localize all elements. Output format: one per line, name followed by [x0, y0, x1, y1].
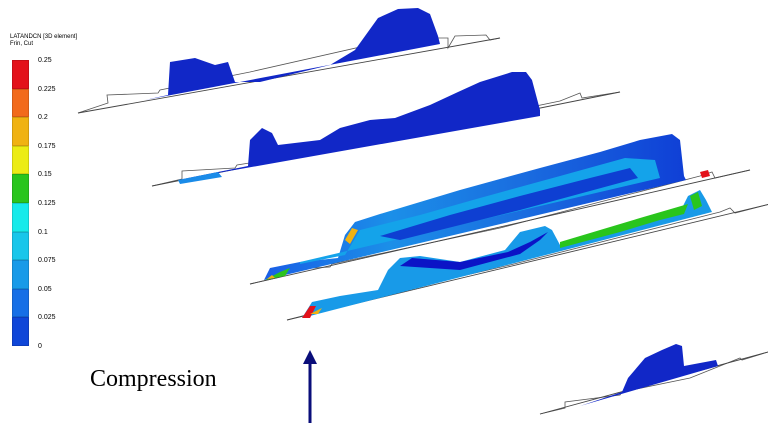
legend-color-box: [12, 117, 29, 146]
legend-tick-label: 0.025: [38, 314, 56, 322]
legend-color-box: [12, 60, 29, 89]
part-4: [286, 190, 768, 321]
legend-tick-label: 0.075: [38, 257, 56, 265]
part-1: [77, 8, 501, 114]
legend-tick-label: 0.2: [38, 114, 48, 122]
legend-tick-label: 0.175: [38, 142, 56, 150]
legend-tick-label: 0.25: [38, 57, 52, 64]
legend-tick-label: 0: [38, 343, 42, 350]
legend-tick-label: 0.05: [38, 285, 52, 293]
legend-subtitle: Frin, Cut: [10, 41, 34, 47]
legend-color-box: [12, 174, 29, 203]
legend-tick-label: 0.15: [38, 171, 52, 179]
legend-color-box: [12, 260, 29, 289]
legend-tick-label: 0.225: [38, 85, 56, 93]
legend-tick-label: 0.1: [38, 228, 48, 236]
legend-color-box: [12, 317, 29, 346]
legend-color-box: [12, 145, 29, 175]
legend-color-box: [12, 288, 29, 318]
legend-tick-label: 0.125: [38, 200, 56, 207]
legend-title: LATANDCN [3D element]: [10, 34, 78, 40]
part-3: [249, 134, 751, 285]
legend-color-box: [12, 88, 29, 118]
part-2: [151, 72, 621, 187]
part-5: [539, 344, 768, 415]
legend-color-box: [12, 203, 29, 232]
compression-caption: Compression: [90, 366, 217, 392]
compression-arrow-head: [303, 350, 317, 364]
legend-color-box: [12, 231, 29, 261]
